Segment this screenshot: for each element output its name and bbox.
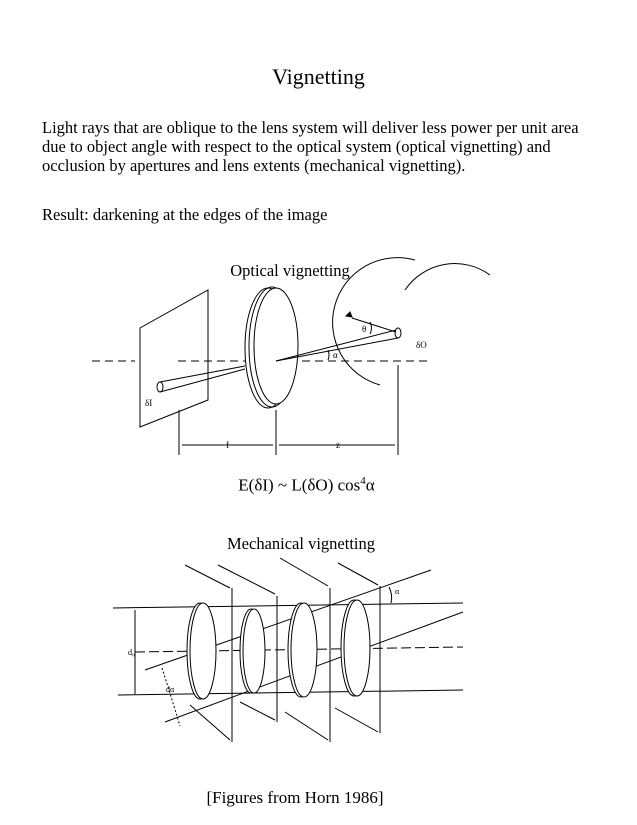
label-f: f [226,440,229,450]
optical-vignetting-diagram: δI δO θ α f z [92,257,491,455]
label-delta-i: δI [145,398,152,408]
label-z: z [336,440,340,450]
mechanical-vignetting-caption: Mechanical vignetting [227,534,375,553]
figure-credit: [Figures from Horn 1986] [206,788,384,807]
formula-exponent: 4 [360,475,366,487]
mechanical-vignetting-diagram: d₀ dα α [112,557,464,742]
label-theta: θ [362,324,366,334]
label-alpha: α [333,350,338,360]
vignetting-formula: E(δI) ~ L(δO) cos4α [0,475,613,496]
formula-alpha: α [365,475,375,495]
label-d-alpha: dα [166,685,175,694]
body-paragraph: Light rays that are oblique to the lens … [42,118,579,175]
lenses [186,599,371,700]
apertures [184,557,381,742]
optical-vignetting-caption: Optical vignetting [230,261,350,280]
page-title: Vignetting [272,64,365,89]
formula-main: E(δI) ~ L(δO) cos [238,475,361,495]
label-delta-o: δO [416,340,427,350]
label-d0: d₀ [128,648,135,657]
result-text: Result: darkening at the edges of the im… [42,205,328,224]
image-plane [139,289,209,428]
label-alpha-mech: α [395,587,400,596]
